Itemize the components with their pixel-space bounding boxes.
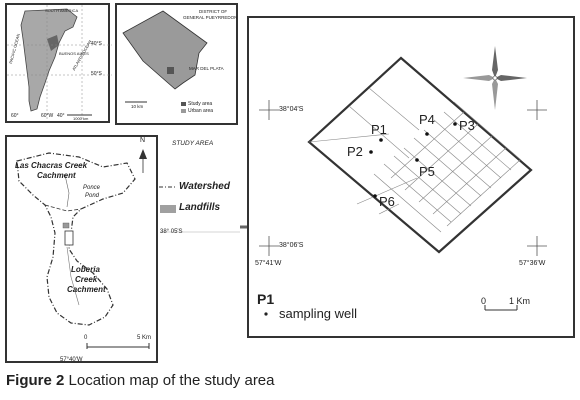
legend-urban-area: Urban area — [188, 108, 214, 114]
city-label: MAR DEL PLATA — [189, 66, 224, 71]
district-inset: DISTRICT OF GENERAL PUEYRREDON MAR DEL P… — [115, 3, 238, 125]
district-scale: 10 km — [131, 104, 144, 109]
well-dot-p1 — [379, 138, 383, 142]
inset-label-south-america: SOUTH AMERICA — [45, 8, 79, 13]
catchment-south-label-2: Creek — [75, 275, 98, 284]
south-america-map — [7, 5, 112, 120]
well-label-p2: P2 — [347, 144, 363, 159]
detail-map-panel: 38°04'S 38°06'S 57°41'W 57°36'W P1 P2 P3… — [247, 16, 575, 338]
well-label-p1: P1 — [371, 122, 387, 137]
well-label-p3: P3 — [459, 118, 475, 133]
graticule-crosses — [259, 100, 547, 256]
caption-label: Figure 2 — [6, 372, 65, 389]
legend-well-symbol: P1 — [257, 291, 275, 307]
detail-scale-bar — [484, 305, 518, 311]
well-dot-p4 — [425, 132, 429, 136]
lon-right-label: 57°36'W — [519, 260, 546, 267]
well-label-p4: P4 — [419, 112, 435, 127]
north-label: N — [140, 137, 146, 144]
south-america-inset: SOUTH AMERICA PACIFIC OCEAN ATLANTIC OCE… — [5, 3, 112, 123]
watershed-scale-zero: 0 — [84, 335, 88, 341]
inset-scale: 1000 km — [73, 116, 89, 121]
compass-rose-icon — [463, 46, 527, 110]
watershed-scale: 5 Km — [137, 335, 152, 341]
well-dot-p3 — [453, 122, 457, 126]
pond-label-1: Ponce — [83, 185, 101, 191]
lat-top-label: 38°04'S — [279, 106, 304, 113]
district-title-2: GENERAL PUEYRREDON — [183, 15, 238, 20]
inset-label-buenos-aires: BUENOS AIRES — [59, 51, 89, 56]
catchment-north-label-2: Cachment — [37, 171, 76, 180]
well-label-p6: P6 — [379, 194, 395, 209]
lat-tick-50: 50°S — [91, 71, 102, 77]
well-dot-p2 — [369, 150, 373, 154]
district-title-1: DISTRICT OF — [199, 9, 228, 14]
caption-text: Location map of the study area — [68, 372, 275, 389]
lon-tick-40: 40° — [57, 113, 65, 119]
well-dot-p6 — [373, 194, 377, 198]
legend-watershed: Watershed — [179, 181, 230, 192]
detail-scale-zero: 0 — [481, 296, 487, 306]
latitude-label: 38° 05'S — [160, 229, 183, 235]
watershed-map-panel: N Las Chacras Creek Cachment Ponce Pond … — [5, 135, 158, 363]
legend-landfills: Landfills — [179, 202, 221, 213]
district-map — [122, 10, 208, 113]
longitude-label: 57°40'W — [60, 357, 83, 363]
catchment-south-label-1: Loberia — [71, 265, 100, 274]
lon-tick-60w: 60°W — [41, 113, 54, 119]
well-dot-p5 — [415, 158, 419, 162]
lat-bottom-label: 38°06'S — [279, 242, 304, 249]
lon-tick-60: 60° — [11, 113, 19, 119]
catchment-south-label-3: Cachment — [67, 285, 106, 294]
detail-map — [259, 46, 547, 316]
pond-label-2: Pond — [85, 193, 100, 199]
catchment-north-label-1: Las Chacras Creek — [15, 161, 88, 170]
legend-well-text: sampling well — [279, 306, 358, 321]
legend-study-area: Study area — [188, 101, 213, 107]
lat-tick-40: 40°S — [91, 41, 102, 47]
study-area-label: STUDY AREA — [172, 140, 214, 147]
well-label-p5: P5 — [419, 164, 435, 179]
well-dots — [369, 122, 457, 198]
street-grid — [308, 87, 522, 233]
figure-caption: Figure 2 Location map of the study area — [6, 372, 275, 389]
lon-left-label: 57°41'W — [255, 260, 282, 267]
detail-scale-label: 1 Km — [509, 296, 531, 306]
watershed-map — [16, 149, 150, 349]
